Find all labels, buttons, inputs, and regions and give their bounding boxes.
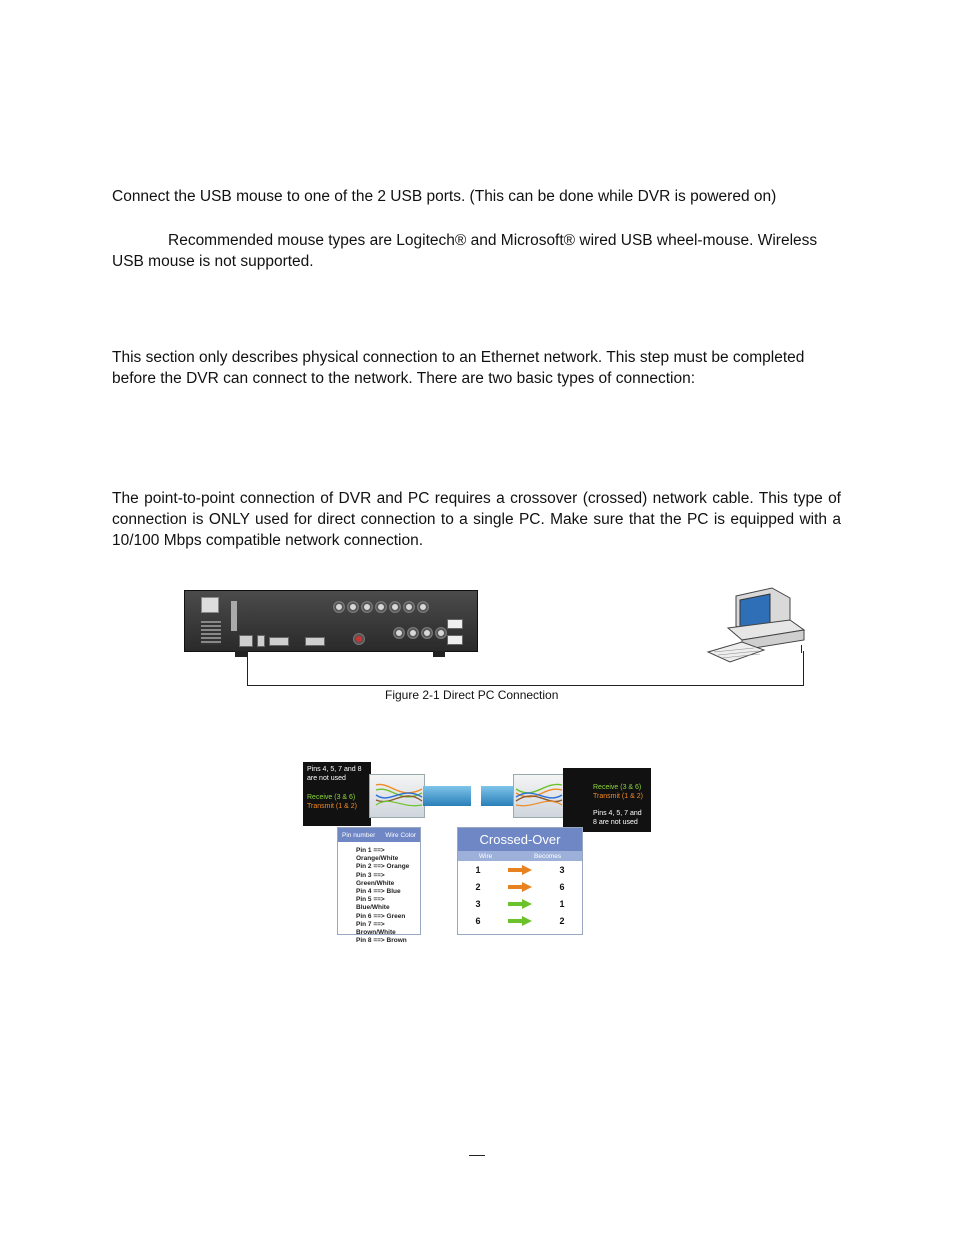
wire-number: 2 xyxy=(475,881,481,892)
becomes-column-header: Becomes xyxy=(534,852,562,860)
bnc-port-icon xyxy=(403,601,415,613)
mouse-note-line2: USB mouse is not supported. xyxy=(112,253,314,270)
pin-row: Pin 3 ==> Green/White xyxy=(356,871,395,887)
pin-number-header: Pin number xyxy=(342,831,376,839)
pin-row: Pin 6 ==> Green xyxy=(356,912,406,920)
terminal-block-icon xyxy=(447,619,463,629)
bnc-port-icon xyxy=(407,627,419,639)
left-unused-text: Pins 4, 5, 7 and 8 are not used xyxy=(307,766,362,782)
bnc-port-icon xyxy=(421,627,433,639)
pin-row: Pin 1 ==> Orange/White xyxy=(356,847,399,863)
mouse-note-line1: Recommended mouse types are Logitech® an… xyxy=(168,232,818,249)
becomes-number: 3 xyxy=(559,864,565,875)
dvr-rear-panel-image xyxy=(184,590,478,657)
becomes-number: 2 xyxy=(559,915,565,926)
arrow-right-icon xyxy=(498,864,542,875)
pin-row: Pin 5 ==> Blue/White xyxy=(356,896,390,912)
wire-color-header: Wire Color xyxy=(385,831,416,839)
bnc-port-icon xyxy=(417,601,429,613)
bnc-port-icon xyxy=(375,601,387,613)
left-transmit-text: Transmit (1 & 2) xyxy=(307,803,357,810)
switch-icon xyxy=(231,601,237,631)
power-socket-icon xyxy=(201,597,219,613)
serial-port-icon xyxy=(269,637,289,646)
bnc-port-icon xyxy=(389,601,401,613)
wire-number: 6 xyxy=(475,915,481,926)
bnc-port-icon xyxy=(435,627,447,639)
ethernet-intro-text: This section only describes physical con… xyxy=(112,349,805,387)
page-number-rule xyxy=(469,1155,485,1156)
terminal-block-icon xyxy=(447,635,463,645)
point-to-point-text: The point-to-point connection of DVR and… xyxy=(112,490,841,549)
figure-caption: Figure 2-1 Direct PC Connection xyxy=(385,688,559,702)
right-pin-legend: Receive (3 & 6) Transmit (1 & 2) Pins 4,… xyxy=(563,768,651,832)
left-receive-text: Receive (3 & 6) xyxy=(307,794,356,801)
wire-number: 1 xyxy=(475,864,481,875)
cable-segment xyxy=(423,786,471,806)
pc-computer-image xyxy=(706,578,808,670)
bnc-port-icon xyxy=(393,627,405,639)
left-rj45-plug-image xyxy=(369,774,425,818)
bnc-port-icon xyxy=(361,601,373,613)
becomes-number: 6 xyxy=(559,881,565,892)
pin-row: Pin 4 ==> Blue xyxy=(356,888,401,896)
pin-row: Pin 8 ==> Brown xyxy=(356,937,407,945)
right-rj45-plug-image xyxy=(513,774,569,818)
vga-port-icon xyxy=(305,637,325,646)
pin-row: Pin 7 ==> Brown/White xyxy=(356,920,396,937)
pin-row: Pin 2 ==> Orange xyxy=(356,863,410,871)
usb-connect-text: Connect the USB mouse to one of the 2 US… xyxy=(112,188,777,205)
arrow-right-icon xyxy=(498,915,542,926)
wire-number: 3 xyxy=(475,898,481,909)
cable-segment xyxy=(481,786,515,806)
wire-column-header: Wire xyxy=(478,852,493,860)
bnc-port-icon xyxy=(347,601,359,613)
audio-port-icon xyxy=(353,633,365,645)
arrow-right-icon xyxy=(498,898,542,909)
right-unused-text: Pins 4, 5, 7 and 8 are not used xyxy=(593,810,642,826)
pin-color-table: Pin number Wire Color Pin 1 ==> Orange/W… xyxy=(337,827,421,944)
vent-grille xyxy=(201,621,221,645)
left-pin-legend: Pins 4, 5, 7 and 8 are not used Receive … xyxy=(303,762,371,826)
right-transmit-text: Transmit (1 & 2) xyxy=(593,793,643,800)
bnc-port-icon xyxy=(333,601,345,613)
network-cable-line xyxy=(247,651,804,686)
ethernet-port-icon xyxy=(239,635,253,647)
becomes-number: 1 xyxy=(559,898,565,909)
crossed-over-title: Crossed-Over xyxy=(458,828,582,851)
crossover-cable-diagram: Pins 4, 5, 7 and 8 are not used Receive … xyxy=(303,762,651,944)
right-receive-text: Receive (3 & 6) xyxy=(593,784,642,791)
arrow-right-icon xyxy=(498,881,542,892)
usb-port-icon xyxy=(257,635,265,647)
